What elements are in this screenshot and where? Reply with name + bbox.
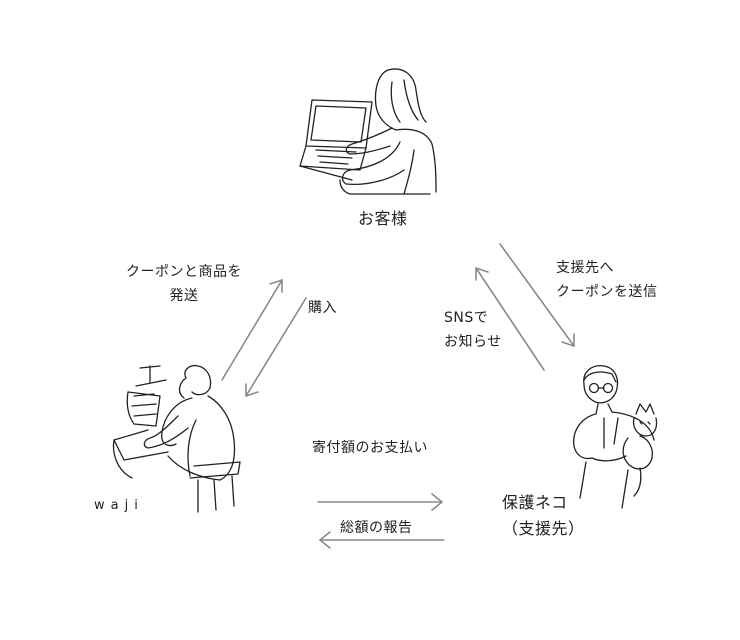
coupon-goods-line2: 発送	[169, 288, 199, 304]
arrow-donation	[317, 493, 443, 511]
arrow-purchase	[245, 297, 307, 397]
customer-illustration	[299, 68, 437, 195]
sns-line2: お知らせ	[444, 334, 502, 350]
shelter-line1: 保護ネコ	[502, 493, 568, 512]
coupon-goods-line1: クーポンと商品を	[126, 264, 242, 280]
coupon-send-line2: クーポンを送信	[556, 284, 658, 300]
maker-label: waji	[94, 498, 144, 513]
maker-illustration	[112, 364, 241, 513]
sns-line1: SNSで	[444, 310, 489, 326]
purchase-label: 購入	[308, 300, 337, 316]
arrow-coupon	[499, 243, 575, 347]
sns-label: SNSで お知らせ	[444, 306, 502, 354]
shelter-label: 保護ネコ （支援先）	[502, 490, 585, 542]
arrow-ship	[221, 279, 283, 381]
report-label: 総額の報告	[340, 520, 413, 536]
coupon-send-line1: 支援先へ	[556, 260, 614, 276]
shelter-illustration	[573, 365, 658, 509]
customer-label: お客様	[358, 209, 408, 228]
arrow-report	[319, 531, 445, 549]
shelter-line2: （支援先）	[502, 519, 585, 538]
arrow-sns	[475, 267, 545, 371]
coupon-send-label: 支援先へ クーポンを送信	[556, 256, 658, 304]
donation-label: 寄付額のお支払い	[312, 440, 428, 456]
coupon-goods-label: クーポンと商品を 発送	[122, 260, 246, 308]
